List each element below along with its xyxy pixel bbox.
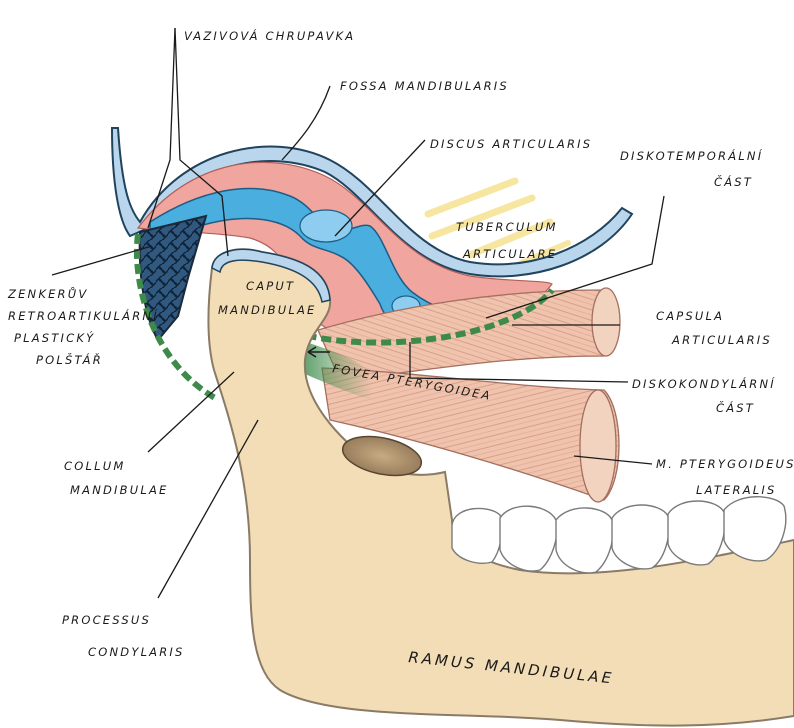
label-diskokondylarni-1: DISKOKONDYLÁRNÍ	[632, 376, 776, 391]
label-capsula-2: ARTICULARIS	[671, 333, 772, 347]
label-vazivova-chrupavka: VAZIVOVÁ CHRUPAVKA	[184, 28, 355, 43]
label-diskokondylarni-2: ČÁST	[716, 400, 755, 415]
tooth-3	[556, 508, 613, 573]
label-pterygoideus-1: M. PTERYGOIDEUS	[656, 457, 794, 471]
label-diskotemporalni-2: ČÁST	[714, 174, 753, 189]
label-tuberculum-2: ARTICULARE	[462, 247, 557, 261]
label-zenker-1: ZENKERŮV	[7, 286, 88, 301]
label-discus-articularis: DISCUS ARTICULARIS	[430, 137, 592, 151]
tooth-4	[612, 505, 669, 569]
label-processus-1: PROCESSUS	[62, 613, 151, 627]
tooth-2	[500, 506, 557, 571]
label-diskotemporalni-1: DISKOTEMPORÁLNÍ	[620, 148, 763, 163]
label-caput-1: CAPUT	[246, 279, 295, 293]
tooth-1	[452, 508, 502, 563]
label-fossa-mandibularis: FOSSA MANDIBULARIS	[340, 79, 509, 93]
label-collum-2: MANDIBULAE	[70, 483, 169, 497]
label-caput-2: MANDIBULAE	[218, 303, 317, 317]
label-zenker-2: RETROARTIKULÁRNÍ	[8, 308, 159, 323]
label-capsula-1: CAPSULA	[656, 309, 724, 323]
label-pterygoideus-2: LATERALIS	[696, 483, 776, 497]
tooth-5	[668, 501, 725, 565]
label-collum-1: COLLUM	[64, 459, 125, 473]
label-processus-2: CONDYLARIS	[88, 645, 185, 659]
label-zenker-3: PLASTICKÝ	[14, 330, 95, 345]
label-zenker-4: POLŠTÁŘ	[36, 352, 103, 367]
label-tuberculum-1: TUBERCULUM	[456, 220, 558, 234]
